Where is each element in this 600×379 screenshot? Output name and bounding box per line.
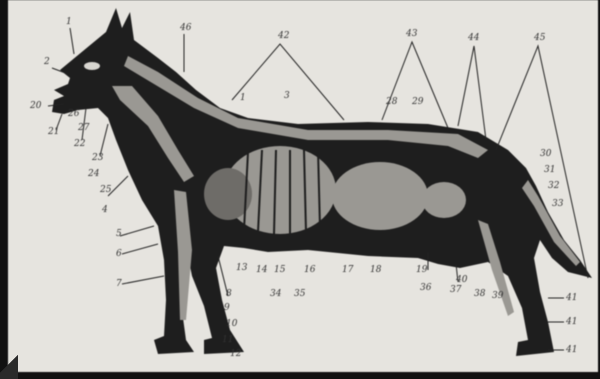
callout-label-spine: 1 — [240, 93, 246, 103]
callout-label-head: 25 — [99, 185, 112, 195]
callout-label-bottom: 16 — [304, 265, 316, 275]
callout-label-head: 2 — [43, 57, 50, 67]
callout-label-leg_front: 6 — [116, 249, 122, 259]
callout-label-leg_rear: 41 — [565, 293, 577, 303]
callout-label-head: 27 — [77, 123, 90, 133]
callout-label-spine: 28 — [385, 97, 398, 107]
eye — [84, 62, 100, 70]
callout-label-bottom: 35 — [294, 289, 306, 299]
callout-label-leg_front: 10 — [226, 319, 238, 329]
callout-label-bottom: 34 — [270, 289, 282, 299]
callout-label-right: 30 — [540, 149, 552, 159]
callout-label-leg_front: 9 — [224, 303, 230, 313]
callout-label-spine: 29 — [411, 97, 424, 107]
abdominal-cavity — [332, 162, 428, 230]
callout-label-head: 22 — [73, 139, 86, 149]
callout-label-head: 23 — [91, 153, 104, 163]
callout-label-leg_front: 12 — [230, 349, 242, 359]
callout-label-head: 20 — [29, 101, 42, 111]
callout-label-bottom: 13 — [236, 263, 248, 273]
callout-label-leg_front: 11 — [222, 335, 233, 345]
callout-label-head: 26 — [67, 109, 80, 119]
callout-label-bottom: 15 — [274, 265, 286, 275]
callout-label-bottom: 19 — [416, 265, 428, 275]
callout-label-right: 33 — [552, 199, 564, 209]
callout-label-bottom: 36 — [420, 283, 432, 293]
callout-label-top: 45 — [533, 33, 546, 43]
callout-label-bottom: 40 — [455, 275, 468, 285]
callout-label-head: 21 — [47, 127, 59, 137]
callout-label-bottom: 18 — [370, 265, 382, 275]
callout-label-top: 44 — [467, 33, 480, 43]
callout-label-bottom: 17 — [342, 265, 354, 275]
pelvic-area — [422, 182, 466, 218]
callout-label-leg_rear: 41 — [565, 317, 577, 327]
callout-label-leg_front: 7 — [116, 279, 122, 289]
callout-label-right: 31 — [544, 165, 555, 175]
callout-label-bottom: 38 — [474, 289, 486, 299]
callout-label-bottom: 39 — [492, 291, 504, 301]
callout-label-leg_front: 4 — [101, 205, 108, 215]
callout-label-head: 1 — [66, 17, 72, 27]
callout-label-leg_front: 5 — [116, 229, 122, 239]
callout-label-spine: 3 — [284, 91, 290, 101]
slide-corner — [0, 349, 18, 379]
callout-label-head: 24 — [87, 169, 100, 179]
callout-label-top: 42 — [277, 31, 290, 41]
callout-label-top: 43 — [405, 29, 418, 39]
callout-label-leg_front: 8 — [226, 289, 232, 299]
callout-label-bottom: 37 — [450, 285, 462, 295]
callout-label-bottom: 14 — [256, 265, 268, 275]
callout-label-leg_rear: 41 — [565, 345, 577, 355]
callout-label-right: 32 — [548, 181, 560, 191]
callout-label-top: 46 — [179, 23, 192, 33]
